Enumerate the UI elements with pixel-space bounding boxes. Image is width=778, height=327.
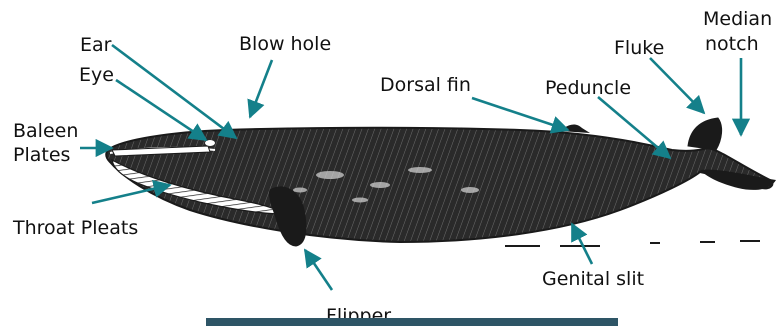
arrow-ear — [112, 45, 236, 138]
label-eye: Eye — [79, 64, 114, 86]
arrow-flipper — [305, 250, 332, 290]
fluke-shape — [688, 118, 722, 150]
label-genital-slit: Genital slit — [542, 268, 644, 290]
bottom-bar — [206, 318, 618, 326]
label-throat-pleats: Throat Pleats — [13, 217, 138, 239]
whale-illustration — [106, 118, 776, 246]
label-ear: Ear — [80, 34, 111, 56]
arrow-fluke — [650, 58, 704, 113]
label-median-line2: notch — [705, 33, 759, 55]
label-peduncle: Peduncle — [545, 77, 631, 99]
eye-shape — [205, 140, 215, 146]
label-dorsal-fin: Dorsal fin — [380, 74, 471, 96]
label-baleen-line1: Baleen — [13, 120, 78, 142]
label-median-line1: Median — [703, 8, 772, 30]
arrow-dorsal-fin — [472, 98, 568, 130]
label-baleen-line2: Plates — [13, 144, 70, 166]
arrow-genital-slit — [572, 224, 592, 264]
arrow-eye — [116, 80, 206, 140]
label-blow-hole: Blow hole — [239, 33, 331, 55]
label-fluke: Fluke — [614, 37, 664, 59]
arrow-blow-hole — [250, 60, 272, 117]
